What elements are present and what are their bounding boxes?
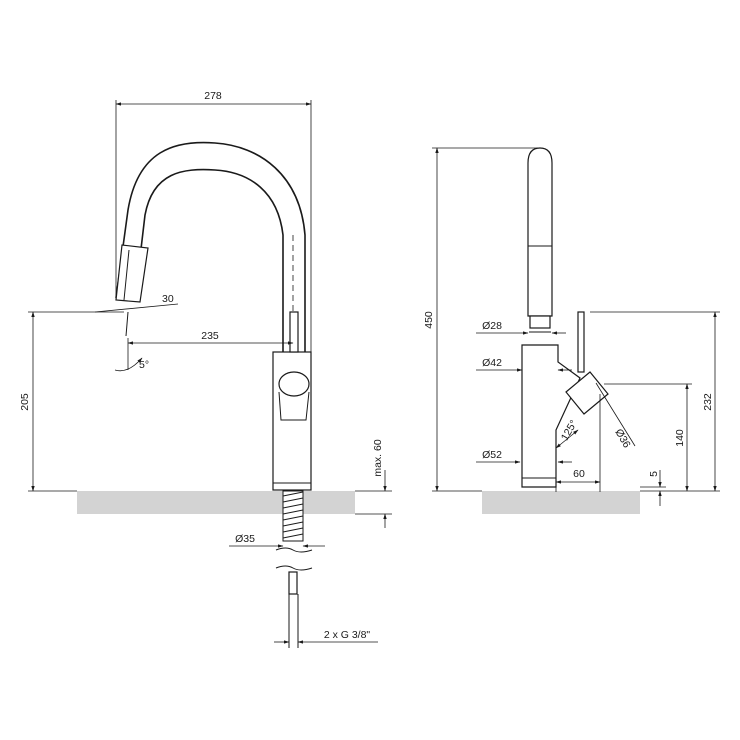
spray-head: [115, 244, 149, 303]
spout-outer-curve: [115, 141, 306, 352]
dim-d36-label: Ø36: [612, 427, 632, 450]
water-stream: [125, 311, 129, 337]
faucet-body-side: [521, 344, 581, 488]
dim-d36-leader: [595, 382, 636, 447]
angle-125-arc: [555, 429, 579, 449]
dim-235-label: 235: [201, 330, 219, 342]
spray-head-seam: [123, 249, 130, 301]
dim-d42-label: Ø42: [482, 357, 502, 369]
dim-60-label: 60: [573, 468, 585, 480]
dim-max60-label: max. 60: [372, 439, 384, 477]
lever-side: [577, 311, 585, 373]
countertop-side: [482, 491, 640, 514]
dim-140-label: 140: [674, 429, 686, 447]
tilt-arc: [114, 357, 143, 372]
handle-front: [278, 371, 310, 397]
side-view: 450 Ø28 Ø42 Ø52 125° Ø36 60 5 140: [423, 147, 720, 514]
dim-d28-label: Ø28: [482, 320, 502, 332]
dim-5-label: 5: [648, 471, 660, 477]
dim-232-label: 232: [702, 393, 714, 411]
lever-stem-front: [289, 311, 299, 353]
tilt-label: 5°: [139, 359, 149, 371]
dim-205-label: 205: [19, 393, 31, 411]
hose-nut: [288, 571, 298, 595]
dim-278-label: 278: [204, 90, 222, 102]
dim-d52-label: Ø52: [482, 449, 502, 461]
dim-450-label: 450: [423, 311, 435, 329]
spout-inner-curve: [134, 168, 284, 352]
thread-lines: [282, 491, 304, 539]
dim-g38-label: 2 x G 3/8": [324, 629, 371, 641]
spout-collar: [529, 315, 551, 329]
dim-30-label: 30: [162, 293, 174, 305]
front-view: 278 30 235 205 5° max. 60 Ø35 2 x G 3/8": [19, 90, 392, 648]
dim-30-line: [94, 303, 179, 313]
break-mark-2: [275, 565, 313, 571]
dim-d35-label: Ø35: [235, 533, 255, 545]
countertop-front: [77, 491, 355, 514]
spout-side: [527, 147, 553, 317]
handle-side: [565, 371, 609, 415]
break-mark-1: [275, 547, 313, 553]
handle-front-shaft: [278, 391, 310, 421]
